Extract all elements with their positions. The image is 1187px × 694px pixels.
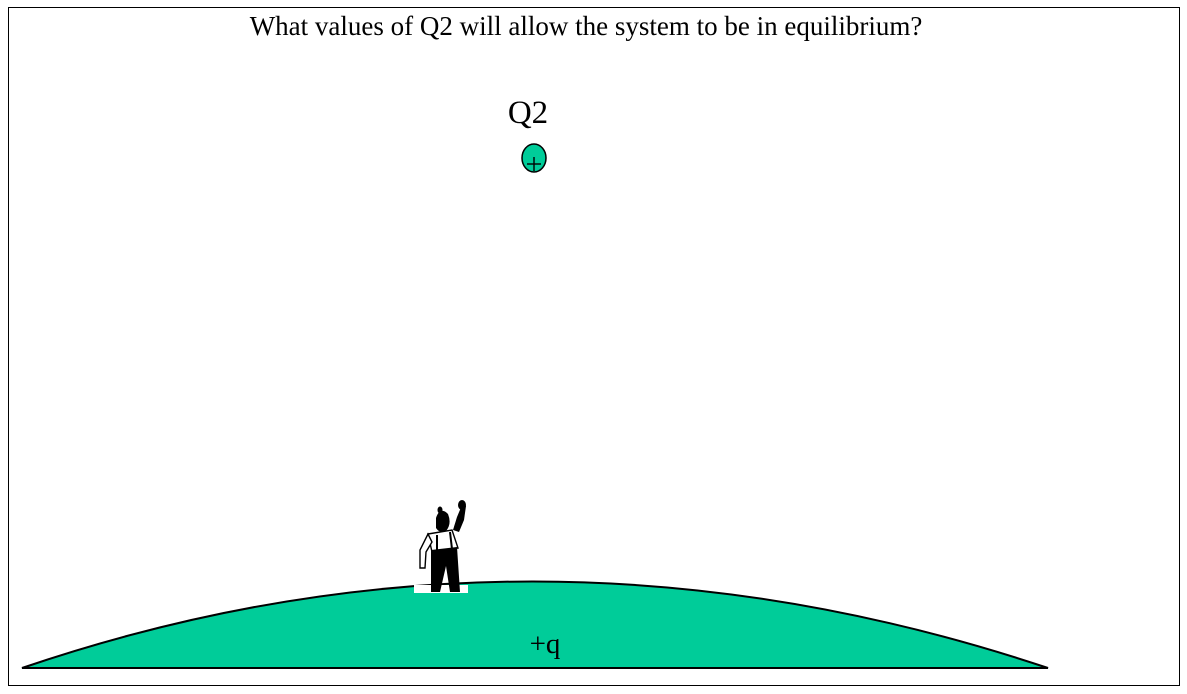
ground-charge-label: +q: [495, 628, 595, 661]
q2-charge: [522, 144, 546, 172]
q2-label: Q2: [478, 95, 578, 132]
person-waving-icon: [414, 500, 468, 593]
